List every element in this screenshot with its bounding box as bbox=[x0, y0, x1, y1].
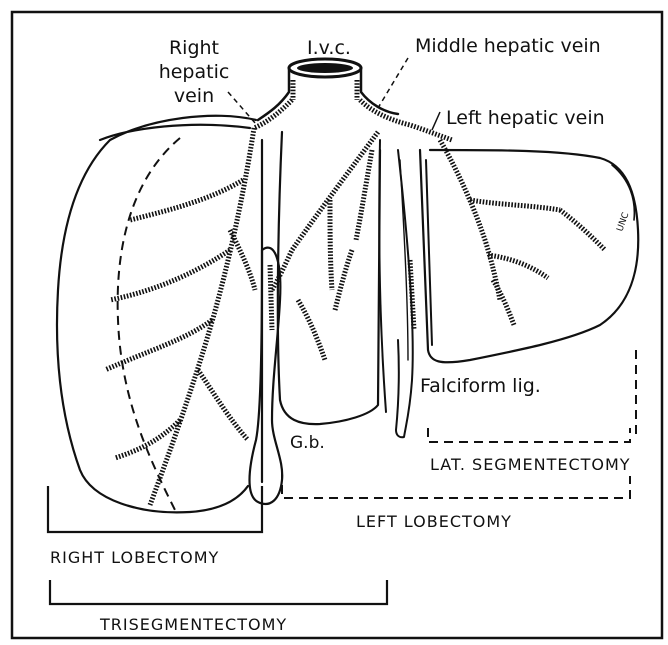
ivc-label: I.v.c. bbox=[307, 37, 351, 59]
falciform-ligament-label: Falciform lig. bbox=[420, 375, 541, 397]
right-hepatic-vein-label-line2: hepatic bbox=[159, 61, 230, 83]
trisegmentectomy-label: TRISEGMENTECTOMY bbox=[99, 615, 287, 634]
liver-outline bbox=[57, 116, 638, 513]
right-lobectomy-label: RIGHT LOBECTOMY bbox=[50, 548, 219, 567]
middle-hepatic-vein-label: Middle hepatic vein bbox=[415, 35, 601, 57]
right-hepatic-vein-leader bbox=[228, 92, 256, 124]
lat-segmentectomy-label: LAT. SEGMENTECTOMY bbox=[430, 455, 631, 474]
trisegmentectomy-bracket bbox=[50, 580, 387, 604]
hepatic-veins bbox=[105, 100, 605, 505]
left-lobectomy-bracket bbox=[282, 470, 630, 498]
artist-signature: UNC bbox=[615, 211, 631, 233]
left-hepatic-vein-leader bbox=[432, 112, 440, 130]
gallbladder-label: G.b. bbox=[290, 433, 325, 453]
left-hepatic-vein-label: Left hepatic vein bbox=[446, 107, 605, 129]
figure-frame bbox=[12, 12, 662, 638]
right-hepatic-vein-label-line1: Right bbox=[169, 37, 219, 59]
falciform-ligament bbox=[396, 150, 414, 437]
right-hepatic-vein-label-line3: vein bbox=[174, 85, 214, 107]
middle-hepatic-vein-leader bbox=[378, 58, 408, 108]
left-lobectomy-label: LEFT LOBECTOMY bbox=[356, 512, 512, 531]
